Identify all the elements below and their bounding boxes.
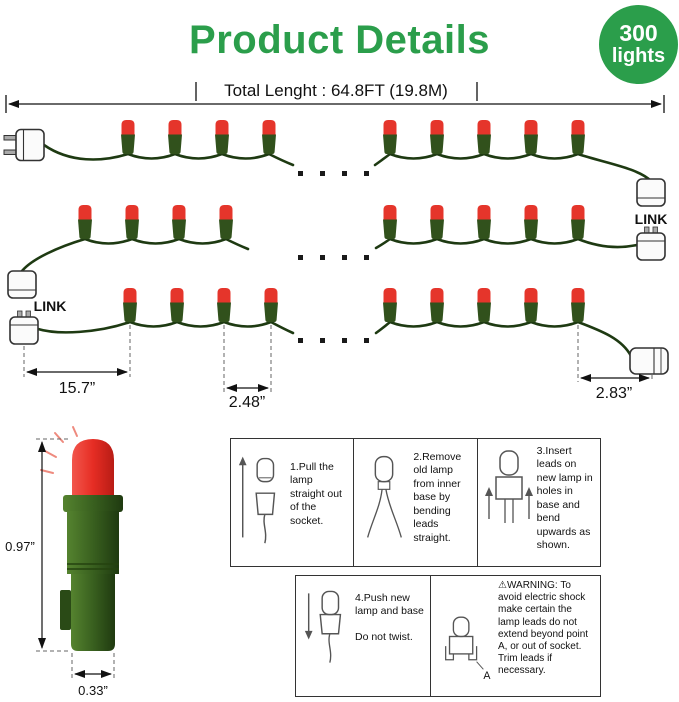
bulb-height-label: 0.97” xyxy=(5,539,35,554)
glow-rays-icon xyxy=(40,426,78,474)
insert-leads-diagram-icon xyxy=(483,441,535,564)
badge-count: 300 xyxy=(619,20,658,47)
warning-title: WARNING: xyxy=(506,580,558,591)
step4-text: 4.Push new lamp and base Do not twist. xyxy=(355,578,426,694)
bulb-glass xyxy=(72,439,114,497)
point-a-label: A xyxy=(483,670,491,682)
replacement-instructions-box: 1.Pull the lamp straight out of the sock… xyxy=(230,438,601,567)
step4-line: 4.Push new lamp and base xyxy=(355,592,424,618)
bulb-width-label: 0.33” xyxy=(78,683,108,698)
300-lights-badge: 300 lights xyxy=(599,5,678,84)
lead-spacing-measure: 15.7” xyxy=(23,325,131,397)
bulb-socket xyxy=(60,495,123,651)
warning-text: ⚠WARNING: To avoid electric shock make c… xyxy=(498,578,596,694)
string-end-plug-icon xyxy=(629,347,669,375)
step1-text: 1.Pull the lamp straight out of the sock… xyxy=(290,461,342,527)
warning-icon: ⚠ xyxy=(498,580,507,591)
point-a-diagram-icon: A xyxy=(436,578,496,694)
total-length-measure xyxy=(5,82,665,113)
step2-text: 2.Remove old lamp from inner base by ben… xyxy=(413,451,462,544)
step4-note: Do not twist. xyxy=(355,630,413,643)
bulb-spacing-measure: 2.48” xyxy=(223,325,272,410)
link-label-left: LINK xyxy=(34,298,67,314)
warning-panel: A ⚠WARNING: To avoid electric shock make… xyxy=(430,576,600,696)
badge-label: lights xyxy=(611,45,666,68)
string-wires xyxy=(20,143,653,358)
instruction-step-1: 1.Pull the lamp straight out of the sock… xyxy=(231,439,353,566)
step3-text: 3.Insert leads on new lamp in holes in b… xyxy=(536,445,593,552)
bulb-width-measure: 0.33” xyxy=(71,653,115,698)
power-plug-icon xyxy=(3,128,45,162)
remove-lamp-diagram-icon xyxy=(359,441,411,564)
power-plug-icon xyxy=(636,226,666,261)
bulb-height-measure: 0.97” xyxy=(5,438,70,652)
end-spacing-measure: 2.83” xyxy=(577,325,653,402)
end-spacing-label: 2.83” xyxy=(596,385,632,402)
warning-body: To avoid electric shock make certain the… xyxy=(498,580,589,677)
light-string-row-1 xyxy=(121,120,585,154)
connector-end-icon xyxy=(636,178,666,207)
power-plug-icon xyxy=(9,310,39,345)
bulb-detail-diagram: 0.97” 0.33” xyxy=(5,426,123,698)
warning-instructions-box: 4.Push new lamp and base Do not twist. A… xyxy=(295,575,601,697)
instruction-step-3: 3.Insert leads on new lamp in holes in b… xyxy=(476,439,600,566)
light-string-row-2 xyxy=(78,205,585,239)
light-string-diagram: Total Lenght : 64.8FT (19.8M) xyxy=(3,81,669,410)
bulb-spacing-label: 2.48” xyxy=(229,394,265,410)
total-length-label: Total Lenght : 64.8FT (19.8M) xyxy=(224,81,448,100)
connector-end-icon xyxy=(7,270,37,299)
pull-lamp-diagram-icon xyxy=(236,441,288,564)
instruction-step-4: 4.Push new lamp and base Do not twist. xyxy=(296,576,430,696)
instruction-step-2: 2.Remove old lamp from inner base by ben… xyxy=(353,439,476,566)
continuation-dots xyxy=(298,171,369,343)
link-label-right: LINK xyxy=(635,211,668,227)
push-lamp-diagram-icon xyxy=(301,578,353,694)
light-string-row-3 xyxy=(123,288,585,322)
lead-spacing-label: 15.7” xyxy=(59,380,95,397)
page-title: Product Details xyxy=(189,18,490,62)
